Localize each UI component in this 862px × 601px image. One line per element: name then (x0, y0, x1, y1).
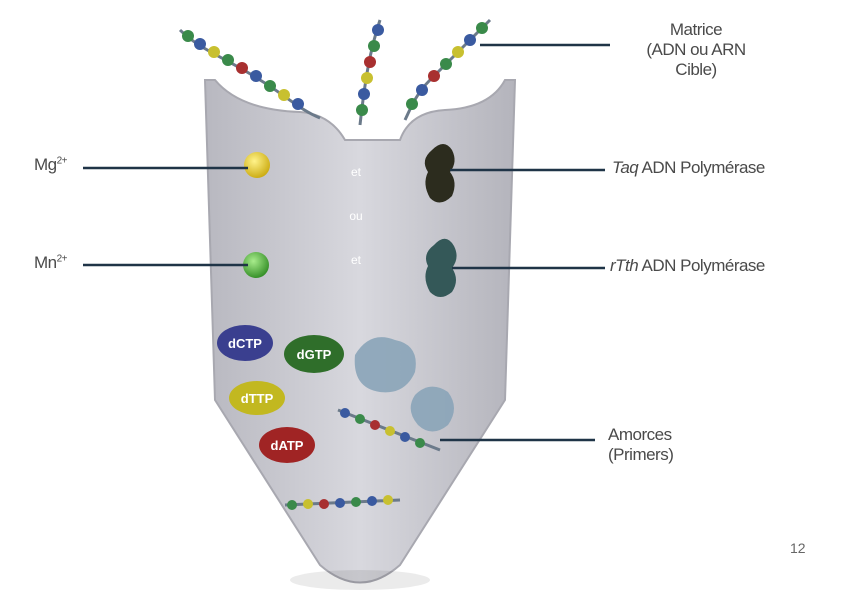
taq-label-italic: Taq (612, 158, 638, 177)
taq-polymerase-shape (425, 144, 455, 203)
dgtp-blob: dGTP (284, 335, 344, 373)
datp-label: dATP (271, 438, 304, 453)
tube-text-et-1: et (351, 165, 362, 179)
matrice-label-line3: Cible) (616, 60, 776, 80)
dgtp-label: dGTP (297, 347, 332, 362)
amorces-label: Amorces (Primers) (608, 425, 673, 465)
mg-label-sup: 2+ (57, 155, 67, 166)
taq-label-rest: ADN Polymérase (638, 158, 765, 177)
page-number: 12 (790, 540, 806, 556)
dttp-label: dTTP (241, 391, 274, 406)
rtth-label-italic: rTth (610, 256, 638, 275)
amorces-label-line1: Amorces (608, 425, 673, 445)
mn-label-base: Mn (34, 253, 57, 272)
mn-label-sup: 2+ (57, 253, 67, 264)
tube-text-ou: ou (349, 209, 362, 223)
datp-blob: dATP (259, 427, 315, 463)
rtth-label: rTth ADN Polymérase (610, 256, 765, 276)
rtth-label-rest: ADN Polymérase (638, 256, 765, 275)
mg-label-base: Mg (34, 155, 57, 174)
matrice-label-line1: Matrice (616, 20, 776, 40)
dctp-blob: dCTP (217, 325, 273, 361)
taq-label: Taq ADN Polymérase (612, 158, 765, 178)
mg-label: Mg2+ (34, 155, 67, 175)
dctp-label: dCTP (228, 336, 262, 351)
mg-ion (244, 152, 270, 178)
mn-label: Mn2+ (34, 253, 67, 273)
tube-text-et-2: et (351, 253, 362, 267)
amorces-label-line2: (Primers) (608, 445, 673, 465)
matrice-label: Matrice (ADN ou ARN Cible) (616, 20, 776, 80)
matrice-label-line2: (ADN ou ARN (616, 40, 776, 60)
dna-strand-middle (356, 20, 384, 125)
dttp-blob: dTTP (229, 381, 285, 415)
